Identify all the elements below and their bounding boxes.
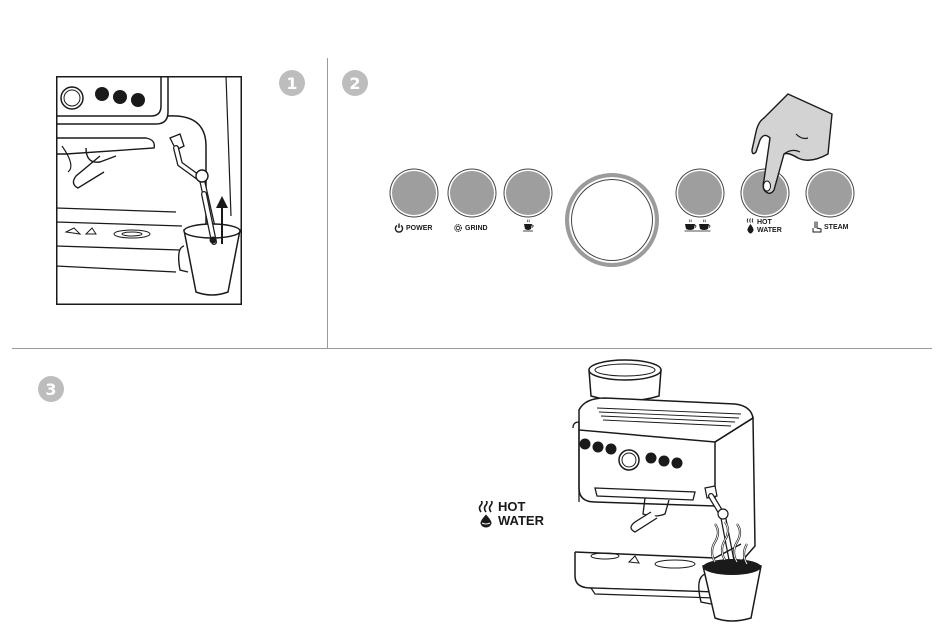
step-1-badge: 1 [279, 70, 305, 96]
steam-icon [812, 221, 822, 233]
hot-water-label-line2: WATER [757, 227, 782, 234]
hot-water-label: HOT WATER [746, 218, 782, 234]
grind-label-text: GRIND [465, 225, 488, 232]
selector-dial[interactable] [565, 173, 659, 267]
hot-water-callout: HOT WATER [478, 500, 544, 528]
step-1-illustration [56, 76, 242, 305]
steam-label: STEAM [812, 221, 849, 233]
callout-line1: HOT [498, 500, 525, 514]
water-drop-icon [478, 514, 494, 528]
single-cup-icon [522, 219, 536, 233]
hot-water-label-line1: HOT [757, 219, 782, 226]
pressing-hand-illustration [750, 92, 834, 196]
double-cup-button[interactable] [678, 171, 722, 215]
grind-icon [453, 223, 463, 233]
grind-label: GRIND [453, 223, 488, 233]
double-cup-label [684, 219, 712, 233]
horizontal-divider [12, 348, 932, 349]
power-label: POWER [394, 223, 432, 233]
power-icon [394, 223, 404, 233]
vertical-divider [327, 58, 328, 348]
single-cup-label [522, 219, 536, 233]
steam-label-text: STEAM [824, 224, 849, 231]
double-cup-icon [684, 219, 712, 233]
grind-button[interactable] [450, 171, 494, 215]
power-label-text: POWER [406, 225, 432, 232]
step-2-badge: 2 [342, 70, 368, 96]
steam-waves-icon [478, 501, 494, 513]
hot-water-icon [746, 218, 755, 234]
callout-line2: WATER [498, 514, 544, 528]
single-cup-button[interactable] [506, 171, 550, 215]
espresso-machine-illustration [565, 356, 765, 624]
step-3-badge: 3 [38, 376, 64, 402]
power-button[interactable] [392, 171, 436, 215]
